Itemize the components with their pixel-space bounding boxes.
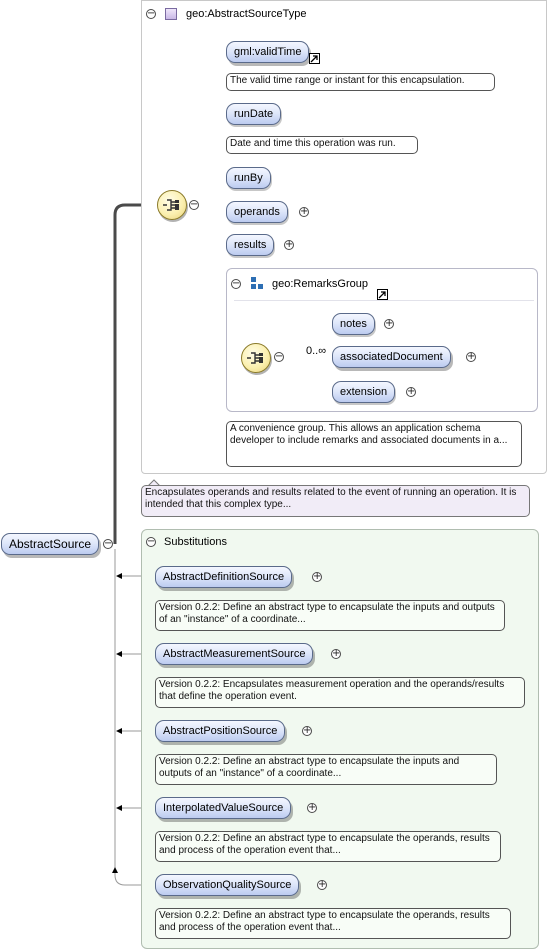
element-operands[interactable]: operands xyxy=(226,201,288,223)
type-doc: Encapsulates operands and results relate… xyxy=(141,485,530,517)
expand-substitution-toggle[interactable]: + xyxy=(331,648,341,659)
element-label: ObservationQualitySource xyxy=(163,879,292,891)
expand-notes-toggle[interactable]: + xyxy=(384,318,394,329)
element-runby[interactable]: runBy xyxy=(226,167,271,189)
element-label: extension xyxy=(340,386,388,398)
expand-substitution-toggle[interactable]: + xyxy=(307,802,317,813)
element-label: AbstractPositionSource xyxy=(163,725,278,737)
substitutions-title: Substitutions xyxy=(164,536,227,548)
expand-results-toggle[interactable]: + xyxy=(284,239,294,250)
element-label: AbstractDefinitionSource xyxy=(163,571,285,583)
substitution-abstractmeasurementsource[interactable]: AbstractMeasurementSource xyxy=(155,643,314,665)
substitution-observationqualitysource[interactable]: ObservationQualitySource xyxy=(155,874,300,896)
sequence-collapse-toggle[interactable]: − xyxy=(189,199,199,210)
substitution-abstractpositionsource[interactable]: AbstractPositionSource xyxy=(155,720,286,742)
substitution-doc: Version 0.2.2: Define an abstract type t… xyxy=(155,754,497,785)
expand-substitution-toggle[interactable]: + xyxy=(317,879,327,890)
root-collapse-toggle[interactable]: − xyxy=(103,538,113,549)
element-label: runDate xyxy=(234,108,274,120)
substitution-doc: Version 0.2.2: Encapsulates measurement … xyxy=(155,677,525,708)
element-label: operands xyxy=(234,206,280,218)
occurrence-label: 0..∞ xyxy=(306,345,327,357)
element-label: results xyxy=(234,239,267,251)
type-title: geo:AbstractSourceType xyxy=(186,8,307,20)
element-label: AbstractMeasurementSource xyxy=(163,648,306,660)
element-label: runBy xyxy=(234,172,263,184)
element-label: associatedDocument xyxy=(340,351,443,363)
remarks-group-title: geo:RemarksGroup xyxy=(272,278,368,290)
reference-link-icon xyxy=(377,289,388,300)
validtime-doc: The valid time range or instant for this… xyxy=(226,73,495,91)
element-associateddocument[interactable]: associatedDocument xyxy=(332,346,451,368)
element-notes[interactable]: notes xyxy=(332,313,375,335)
reference-link-icon xyxy=(309,53,320,64)
expand-extension-toggle[interactable]: + xyxy=(406,386,416,397)
root-element-abstractsource[interactable]: AbstractSource xyxy=(1,533,100,555)
complex-type-icon xyxy=(165,8,177,20)
remarks-sequence-icon[interactable] xyxy=(241,343,271,373)
element-label: InterpolatedValueSource xyxy=(163,802,284,814)
expand-operands-toggle[interactable]: + xyxy=(299,206,309,217)
remarks-divider xyxy=(234,300,534,301)
expand-substitution-toggle[interactable]: + xyxy=(302,725,312,736)
remarks-group-doc: A convenience group. This allows an appl… xyxy=(226,421,522,467)
substitution-interpolatedvaluesource[interactable]: InterpolatedValueSource xyxy=(155,797,292,819)
substitution-abstractdefinitionsource[interactable]: AbstractDefinitionSource xyxy=(155,566,293,588)
expand-substitution-toggle[interactable]: + xyxy=(312,571,322,582)
remarks-sequence-toggle[interactable]: − xyxy=(274,351,284,362)
expand-associateddocument-toggle[interactable]: + xyxy=(466,351,476,362)
collapse-remarks-toggle[interactable]: − xyxy=(231,278,241,289)
element-results[interactable]: results xyxy=(226,234,275,256)
element-label: notes xyxy=(340,318,367,330)
element-extension[interactable]: extension xyxy=(332,381,396,403)
element-label: gml:validTime xyxy=(234,46,302,58)
substitution-doc: Version 0.2.2: Define an abstract type t… xyxy=(155,831,501,862)
element-gml-validtime[interactable]: gml:validTime xyxy=(226,41,310,63)
collapse-substitutions-toggle[interactable]: − xyxy=(146,536,156,547)
sequence-compositor-icon[interactable] xyxy=(157,190,187,220)
element-rundate[interactable]: runDate xyxy=(226,103,282,125)
element-label: AbstractSource xyxy=(9,537,92,551)
substitution-doc: Version 0.2.2: Define an abstract type t… xyxy=(155,600,505,631)
substitution-doc: Version 0.2.2: Define an abstract type t… xyxy=(155,908,511,939)
rundate-doc: Date and time this operation was run. xyxy=(226,136,418,154)
group-icon xyxy=(251,277,263,290)
collapse-type-toggle[interactable]: − xyxy=(146,8,156,19)
